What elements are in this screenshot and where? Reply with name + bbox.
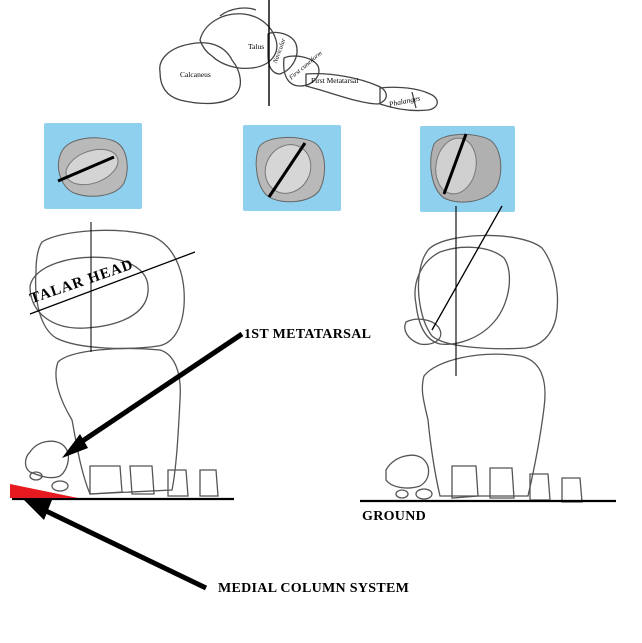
arrow-head-medial-column: [24, 500, 52, 520]
talar-head-thumbnail-mid: [243, 125, 341, 211]
right-foot-bones: [385, 234, 583, 503]
left-foot-bones: [24, 229, 219, 497]
medial-column-label: MEDIAL COLUMN SYSTEM: [218, 581, 410, 596]
talar-head-thumbnail-pronated: [420, 126, 515, 212]
first-metatarsal-skeleton-label: First Metatarsal: [311, 76, 359, 85]
talus-label: Talus: [248, 42, 265, 51]
medial-column-wedge: [10, 484, 78, 498]
arrow-head-1st-metatarsal: [62, 434, 88, 458]
talar-head-thumbnail-neutral: [44, 123, 142, 209]
ground-label: GROUND: [362, 509, 427, 524]
calcaneus-label: Calcaneus: [180, 70, 211, 79]
first-metatarsal-label: 1ST METATARSAL: [244, 327, 372, 342]
